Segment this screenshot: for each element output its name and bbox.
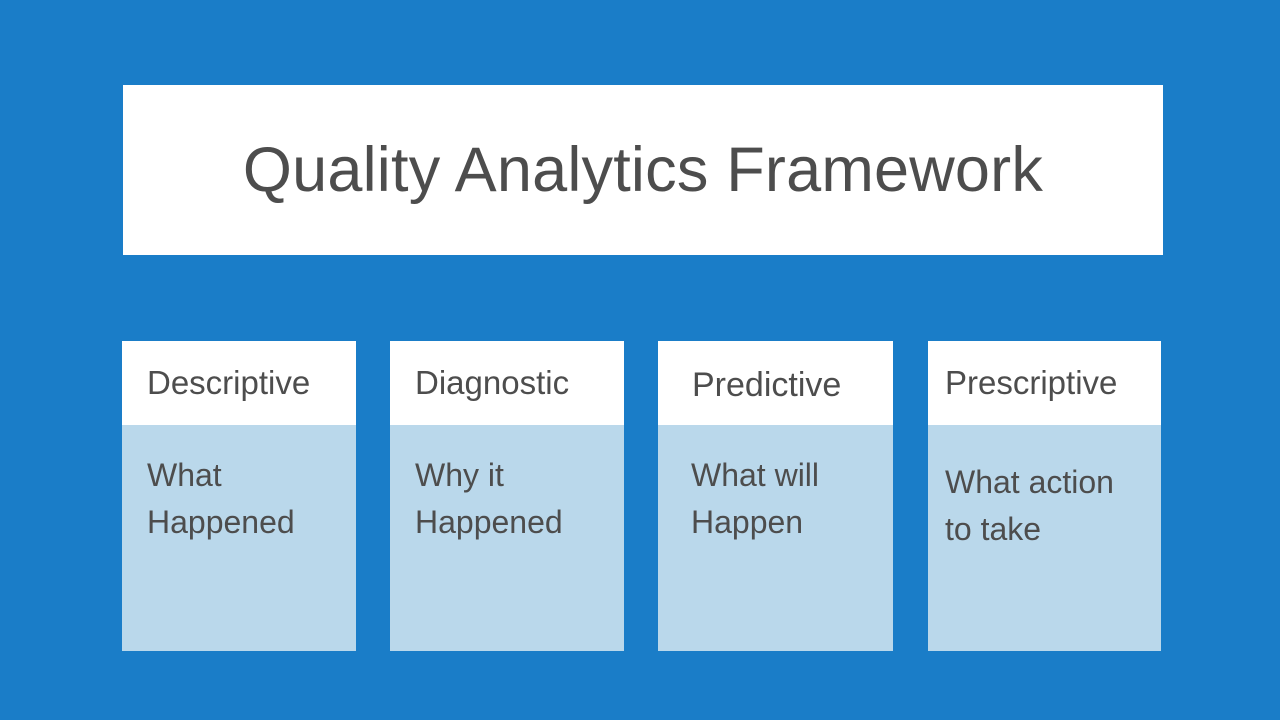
analytics-card-prescriptive[interactable]: Prescriptive What action to take — [928, 341, 1161, 651]
card-header: Predictive — [658, 341, 893, 425]
analytics-card-predictive[interactable]: Predictive What will Happen — [658, 341, 893, 651]
card-header-label: Prescriptive — [945, 363, 1118, 401]
card-header-label: Predictive — [692, 365, 842, 404]
card-header: Diagnostic — [390, 341, 624, 425]
card-header-label: Diagnostic — [415, 363, 570, 401]
card-body: What action to take — [928, 425, 1161, 651]
analytics-card-descriptive[interactable]: Descriptive What Happened — [122, 341, 356, 651]
card-body: Why it Happened — [390, 425, 624, 651]
card-body: What Happened — [122, 425, 356, 651]
title-box: Quality Analytics Framework — [123, 85, 1163, 255]
analytics-card-diagnostic[interactable]: Diagnostic Why it Happened — [390, 341, 624, 651]
card-header-label: Descriptive — [147, 363, 311, 401]
card-body-label: What will Happen — [691, 457, 820, 541]
card-body-label: Why it Happened — [415, 457, 563, 541]
page-title: Quality Analytics Framework — [242, 134, 1044, 205]
card-header: Prescriptive — [928, 341, 1161, 425]
card-body: What will Happen — [658, 425, 893, 651]
card-body-label: What action to take — [945, 464, 1114, 548]
card-body-label: What Happened — [147, 457, 295, 541]
card-header: Descriptive — [122, 341, 356, 425]
